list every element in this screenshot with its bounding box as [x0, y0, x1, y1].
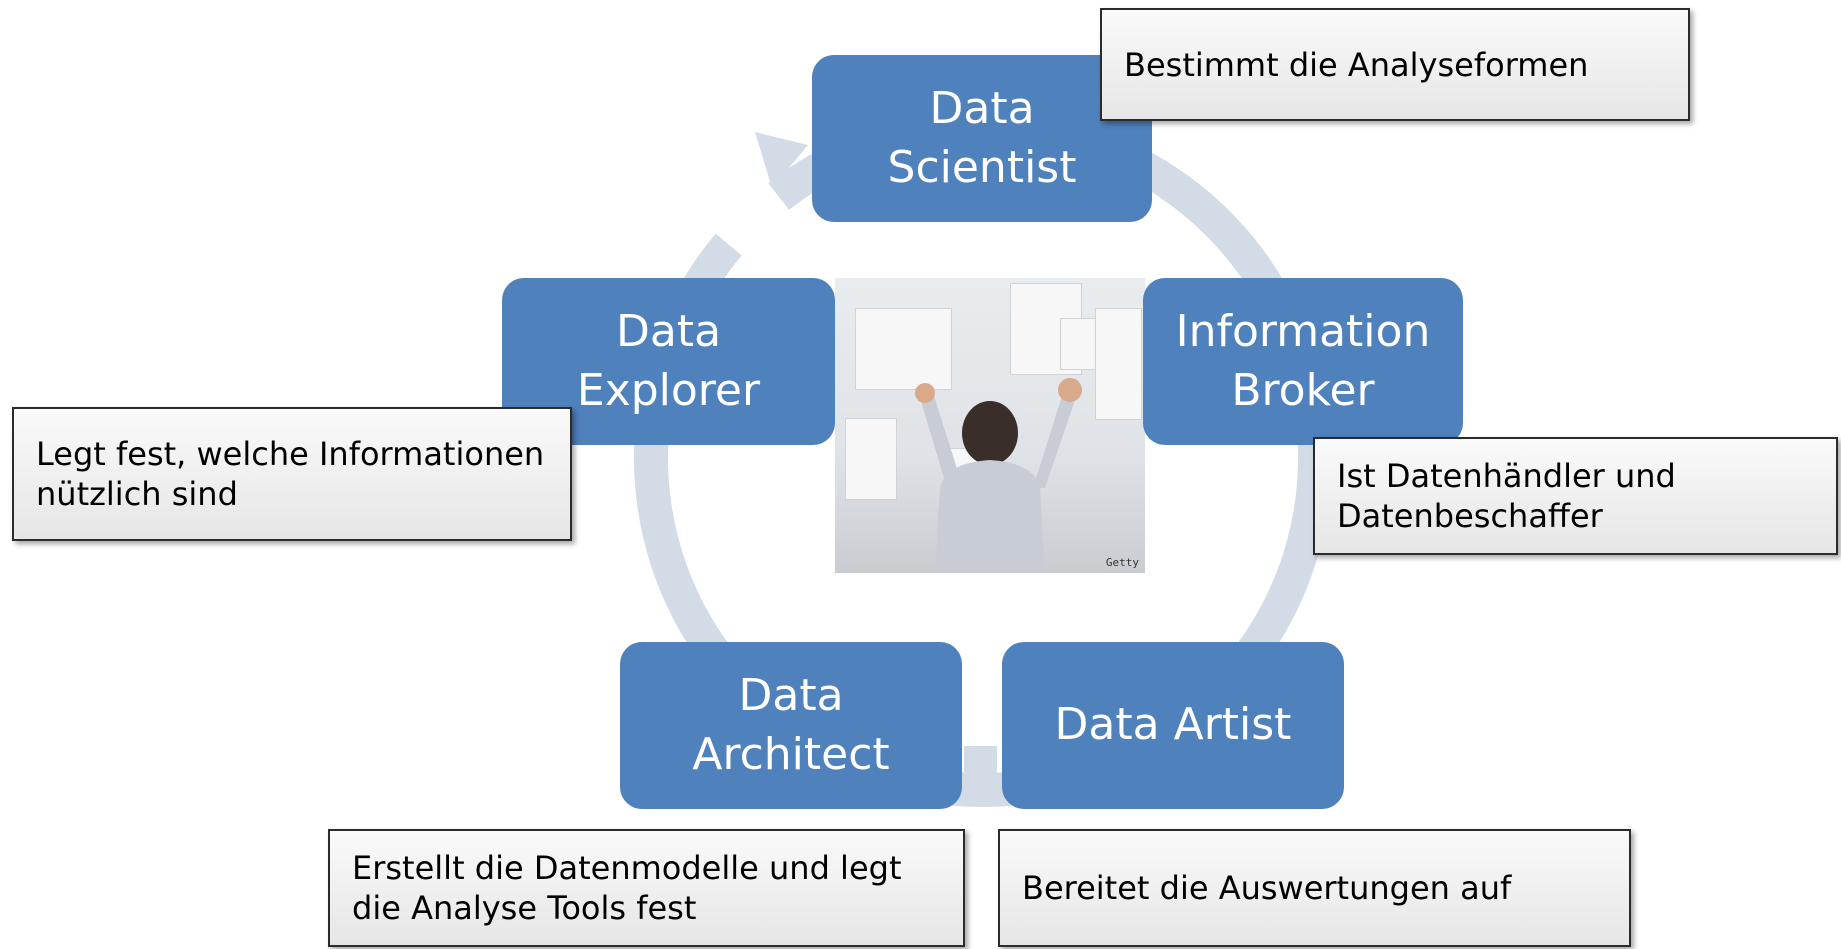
node-data-scientist: Data Scientist — [812, 55, 1152, 222]
person-silhouette — [915, 378, 1082, 573]
chart-sheet — [1095, 308, 1142, 420]
photo-credit: Getty — [1105, 556, 1139, 569]
callout-data-scientist: Bestimmt die Analyseformen — [1100, 8, 1690, 121]
callout-data-explorer: Legt fest, welche Informationen nützlich… — [12, 407, 572, 541]
callout-data-artist: Bereitet die Auswertungen auf — [998, 829, 1631, 947]
chart-sheet — [855, 308, 952, 390]
cycle-arrowhead — [755, 132, 808, 188]
cycle-connector-segment — [964, 746, 997, 786]
node-information-broker: Information Broker — [1143, 278, 1463, 445]
central-photo: Getty — [835, 278, 1145, 573]
node-data-architect: Data Architect — [620, 642, 962, 809]
chart-sheet — [845, 418, 897, 500]
node-data-artist: Data Artist — [1002, 642, 1344, 809]
callout-data-architect: Erstellt die Datenmodelle und legt die A… — [328, 829, 965, 947]
callout-information-broker: Ist Datenhändler und Datenbeschaffer — [1313, 437, 1838, 555]
